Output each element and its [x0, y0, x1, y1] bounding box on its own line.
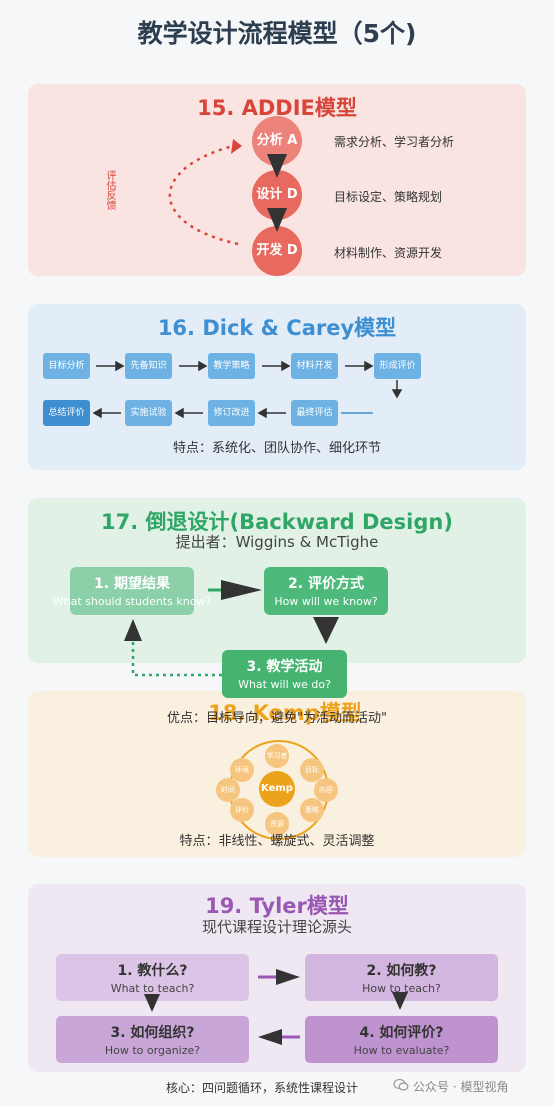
tyler-subtitle: 现代课程设计理论源头	[201, 918, 352, 936]
dc-step-formative: 形成评价	[374, 353, 421, 379]
backward-step-activities-sub: What will we do?	[238, 678, 331, 691]
dick-carey-title: 16. Dick & Carey模型	[157, 316, 397, 340]
dc-note: 特点：系统化、团队协作、细化环节	[172, 441, 381, 456]
backward-step-assessment: 2. 评价方式 How will we know?	[264, 567, 388, 615]
addie-desc-design: 目标设定、策略规划	[334, 190, 443, 204]
arrow-results-to-assessment	[221, 580, 262, 600]
dc-step-prior-knowledge: 先备知识	[125, 353, 172, 379]
tyler-step-what: 1. 教什么? What to teach?	[56, 954, 249, 1001]
kemp-node-environment: 环境	[230, 758, 254, 782]
kemp-title: 18. Kemp模型	[208, 701, 362, 725]
backward-step-results-sub: What should students know?	[52, 595, 212, 608]
tyler-arrows	[144, 969, 408, 1045]
addie-step-arrows	[267, 154, 287, 232]
arrow-assessment-to-activities	[313, 617, 339, 644]
kemp-node-learner: 学习者	[265, 744, 289, 768]
tyler-step-evaluate-label: 4. 如何评价?	[359, 1025, 444, 1041]
kemp-node-strategy: 策略	[300, 798, 324, 822]
arrow-what-to-how	[276, 969, 300, 985]
backward-step-assessment-label: 2. 评价方式	[288, 576, 364, 592]
dc-step-revise: 修订改进	[208, 400, 255, 426]
dc-step-goal-analysis: 目标分析	[43, 353, 90, 379]
kemp-note: 特点：非线性、螺旋式、灵活调整	[179, 834, 375, 849]
dc-arrows	[92, 360, 403, 419]
backward-step-activities: 3. 教学活动 What will we do?	[222, 650, 347, 698]
tyler-step-what-label: 1. 教什么?	[117, 963, 188, 979]
tyler-step-organize-sub: How to organize?	[104, 1044, 201, 1057]
watermark: 公众号 · 模型视角	[413, 1080, 509, 1094]
dc-step-strategy: 教学策略	[208, 353, 255, 379]
arrow-organize-loop	[144, 994, 160, 1012]
addie-desc-development: 材料制作、资源开发	[334, 246, 443, 260]
tyler-step-organize-label: 3. 如何组织?	[110, 1025, 195, 1041]
arrow-return-head	[124, 619, 142, 641]
addie-desc-analysis: 需求分析、学习者分析	[334, 135, 455, 149]
dc-step-trial: 实施试验	[125, 400, 172, 426]
backward-arrows	[124, 580, 339, 677]
addie-diagram-lines	[168, 139, 242, 246]
dc-step-summative: 总结评价	[43, 400, 90, 426]
tyler-title: 19. Tyler模型	[205, 894, 349, 918]
page-title: 教学设计流程模型（5个)	[137, 19, 417, 48]
feedback-arrowhead	[231, 139, 242, 154]
backward-note: 优点：目标导向，避免"为活动而活动"	[167, 711, 387, 726]
kemp-node-content: 内容	[314, 778, 338, 802]
tyler-step-organize: 3. 如何组织? How to organize?	[56, 1016, 249, 1063]
feedback-arrow	[168, 144, 239, 246]
dotted-return	[131, 638, 222, 677]
backward-step-activities-label: 3. 教学活动	[246, 659, 323, 675]
arrow-how-to-evaluate	[392, 992, 408, 1010]
backward-step-results: 1. 期望结果 What should students know?	[53, 567, 211, 615]
tyler-step-how-sub: How to teach?	[362, 982, 441, 995]
kemp-center: Kemp	[259, 771, 295, 807]
kemp-node-goal: 目标	[300, 758, 324, 782]
wechat-icon	[393, 1077, 409, 1093]
backward-step-results-label: 1. 期望结果	[94, 576, 170, 592]
tyler-step-evaluate: 4. 如何评价? How to evaluate?	[305, 1016, 498, 1063]
dc-step-final: 最终评估	[291, 400, 338, 426]
backward-title: 17. 倒退设计(Backward Design)	[101, 510, 453, 534]
dick-carey-panel	[28, 304, 526, 470]
arrow-evaluate-to-organize	[258, 1029, 282, 1045]
tyler-step-how-label: 2. 如何教?	[366, 963, 437, 979]
backward-step-assessment-sub: How will we know?	[274, 595, 378, 608]
backward-subtitle: 提出者：Wiggins & McTighe	[175, 533, 379, 551]
kemp-node-resource: 资源	[265, 812, 289, 836]
kemp-node-time: 时间	[216, 778, 240, 802]
arrow-d-to-d	[267, 208, 287, 232]
addie-feedback-label: 评估反馈	[104, 170, 115, 210]
arrow-a-to-d	[267, 154, 287, 178]
kemp-node-evaluation: 评价	[230, 798, 254, 822]
tyler-step-evaluate-sub: How to evaluate?	[353, 1044, 450, 1057]
tyler-step-what-sub: What to teach?	[110, 982, 195, 995]
dc-step-materials: 材料开发	[291, 353, 338, 379]
tyler-footer: 核心：四问题循环，系统性课程设计	[166, 1081, 359, 1095]
addie-step-design: 设计 D	[252, 170, 302, 220]
addie-step-development: 开发 D	[252, 226, 302, 276]
